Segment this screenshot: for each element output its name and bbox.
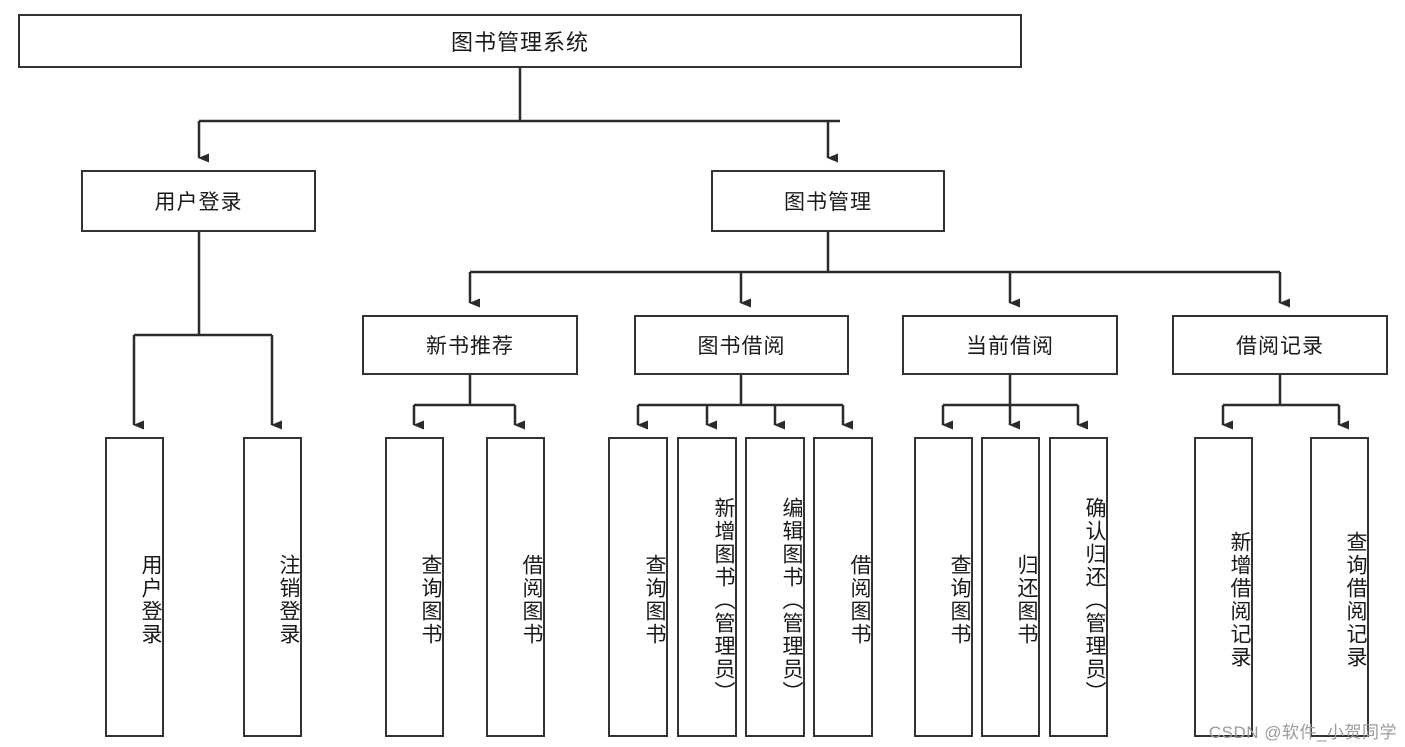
node-leaf-confirm-return-label: 确认归还（管理员）	[1083, 496, 1106, 704]
node-leaf-query-record[interactable]: 查询借阅记录	[1310, 437, 1369, 737]
node-book-borrow-label: 图书借阅	[697, 335, 786, 358]
node-leaf-add-record[interactable]: 新增借阅记录	[1194, 437, 1253, 737]
node-leaf-query-book-1[interactable]: 查询图书	[385, 437, 444, 737]
node-leaf-query-book-1-label: 查询图书	[419, 554, 442, 646]
node-leaf-return-book-label: 归还图书	[1015, 554, 1038, 646]
node-borrow-record-label: 借阅记录	[1236, 335, 1324, 358]
node-leaf-query-book-3[interactable]: 查询图书	[914, 437, 973, 737]
node-root[interactable]: 图书管理系统	[18, 14, 1022, 68]
node-leaf-query-book-2[interactable]: 查询图书	[608, 437, 668, 737]
node-root-label: 图书管理系统	[450, 30, 589, 55]
node-leaf-query-book-3-label: 查询图书	[948, 554, 971, 646]
node-leaf-confirm-return[interactable]: 确认归还（管理员）	[1049, 437, 1108, 737]
node-borrow-record[interactable]: 借阅记录	[1172, 315, 1388, 375]
node-leaf-borrow-book-1[interactable]: 借阅图书	[486, 437, 545, 737]
node-leaf-query-book-2-label: 查询图书	[643, 554, 666, 646]
node-leaf-return-book[interactable]: 归还图书	[981, 437, 1040, 737]
node-current-borrow-label: 当前借阅	[966, 335, 1054, 358]
node-book-borrow[interactable]: 图书借阅	[634, 315, 849, 375]
node-leaf-borrow-book-2[interactable]: 借阅图书	[813, 437, 873, 737]
node-leaf-user-logout[interactable]: 注销登录	[243, 437, 302, 737]
node-leaf-add-record-label: 新增借阅记录	[1228, 531, 1251, 669]
node-leaf-edit-book-label: 编辑图书（管理员）	[780, 496, 803, 704]
node-book-manage-label: 图书管理	[784, 191, 872, 214]
node-current-borrow[interactable]: 当前借阅	[902, 315, 1118, 375]
node-user-login[interactable]: 用户登录	[81, 170, 316, 232]
node-leaf-user-logout-label: 注销登录	[277, 554, 300, 646]
node-new-book-rec[interactable]: 新书推荐	[362, 315, 578, 375]
node-leaf-borrow-book-1-label: 借阅图书	[520, 554, 543, 646]
node-leaf-add-book-label: 新增图书（管理员）	[712, 496, 735, 704]
node-new-book-rec-label: 新书推荐	[426, 335, 514, 358]
node-leaf-user-login[interactable]: 用户登录	[105, 437, 164, 737]
node-book-manage[interactable]: 图书管理	[711, 170, 945, 232]
watermark: CSDN @软件_小贺同学	[1208, 723, 1397, 742]
node-leaf-user-login-label: 用户登录	[139, 554, 162, 646]
node-leaf-edit-book[interactable]: 编辑图书（管理员）	[745, 437, 805, 737]
node-leaf-query-record-label: 查询借阅记录	[1344, 531, 1367, 669]
node-leaf-borrow-book-2-label: 借阅图书	[848, 554, 871, 646]
node-leaf-add-book[interactable]: 新增图书（管理员）	[677, 437, 737, 737]
node-user-login-label: 用户登录	[154, 191, 243, 214]
